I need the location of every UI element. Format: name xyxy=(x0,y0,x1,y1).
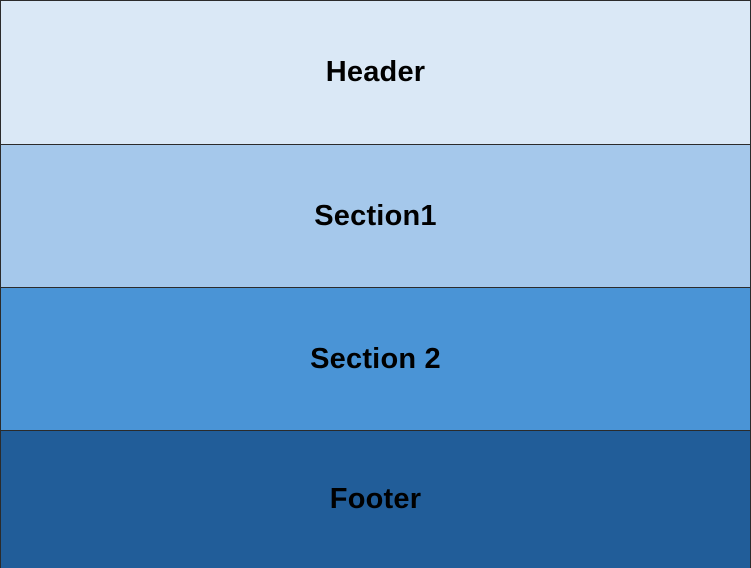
section-1-block: Section1 xyxy=(0,144,751,287)
header-block: Header xyxy=(0,0,751,144)
footer-label: Footer xyxy=(329,483,422,515)
section-1-label: Section1 xyxy=(314,199,437,232)
header-label: Header xyxy=(325,56,426,88)
footer-block: Footer xyxy=(0,430,751,568)
section-2-label: Section 2 xyxy=(310,342,441,375)
section-2-block: Section 2 xyxy=(0,287,751,430)
